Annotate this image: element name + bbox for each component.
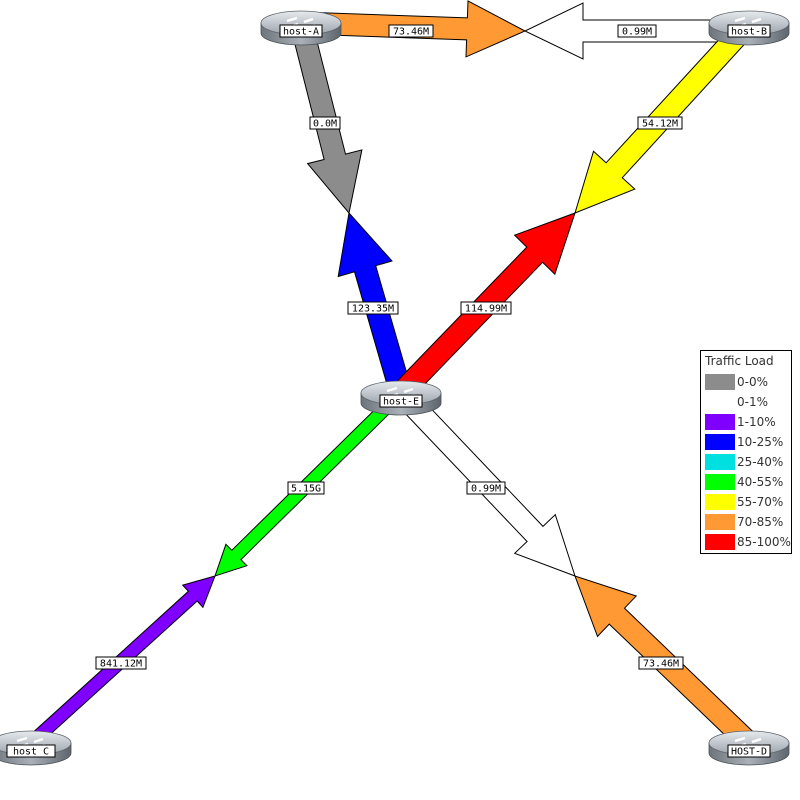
node-label-box: [379, 394, 423, 408]
node-label: host-A: [283, 27, 319, 38]
legend-label: 1-10%: [737, 415, 776, 429]
legend-label: 0-1%: [737, 395, 769, 409]
svg-text:123.35M: 123.35M: [352, 304, 394, 315]
svg-text:841.12M: 841.12M: [100, 659, 142, 670]
node-label: host-E: [383, 397, 419, 408]
legend-swatch: [705, 434, 735, 450]
legend-item: 70-85%: [701, 512, 791, 532]
link-label-host-a-to-host-e: 0.0M: [309, 116, 341, 130]
link-label-host-e-to-host-b: 114.99M: [460, 301, 512, 315]
node-label-box: [279, 24, 323, 38]
legend-swatch: [705, 514, 735, 530]
legend-item: 1-10%: [701, 412, 791, 432]
svg-text:0.99M: 0.99M: [622, 27, 652, 38]
node-host-a[interactable]: host-A: [260, 10, 342, 46]
node-host-d[interactable]: HOST-D: [708, 730, 790, 766]
link-label-host-e-to-host-c: 5.15G: [287, 481, 325, 495]
svg-text:114.99M: 114.99M: [465, 304, 507, 315]
legend-label: 25-40%: [737, 455, 784, 469]
legend-label: 40-55%: [737, 475, 784, 489]
link-label-host-e-to-host-a: 123.35M: [347, 301, 399, 315]
link-label-host-e-to-host-d: 0.99M: [466, 481, 506, 495]
link-label-host-a-to-host-b: 73.46M: [388, 24, 434, 38]
legend-item: 55-70%: [701, 492, 791, 512]
link-label-host-b-to-host-a: 0.99M: [617, 24, 657, 38]
svg-text:0.0M: 0.0M: [313, 119, 337, 130]
node-label-box: [6, 744, 56, 758]
legend-label: 0-0%: [737, 375, 769, 389]
link-label-host-c-to-host-e: 841.12M: [95, 656, 147, 670]
legend-swatch: [705, 414, 735, 430]
node-label: host-B: [731, 27, 767, 38]
link-labels-layer: 73.46M 0.99M 0.0M 123.35M 54.12M 114.99M…: [95, 24, 684, 670]
legend-item: 0-0%: [701, 372, 791, 392]
legend-title: Traffic Load: [705, 354, 774, 368]
legend-label: 10-25%: [737, 435, 784, 449]
legend-swatch: [705, 474, 735, 490]
legend-item: 0-1%: [701, 392, 791, 412]
svg-text:5.15G: 5.15G: [291, 484, 321, 495]
link-arrow-host-e-to-host-d[interactable]: [392, 384, 576, 577]
svg-text:73.46M: 73.46M: [393, 27, 429, 38]
traffic-load-legend: Traffic Load 0-0% 0-1% 1-10% 10-25% 25-4…: [700, 350, 792, 554]
node-label-box: [727, 24, 771, 38]
legend-swatch: [705, 534, 735, 550]
node-host-b[interactable]: host-B: [708, 10, 790, 46]
legend-item: 10-25%: [701, 432, 791, 452]
legend-swatch: [705, 374, 735, 390]
svg-text:0.99M: 0.99M: [471, 484, 501, 495]
node-label: host C: [13, 747, 49, 758]
legend-item: 85-100%: [701, 532, 791, 552]
legend-label: 70-85%: [737, 515, 784, 529]
link-arrow-host-b-to-host-e[interactable]: [574, 14, 758, 214]
node-host-e[interactable]: host-E: [360, 380, 442, 416]
node-host-c[interactable]: host C: [0, 730, 72, 766]
svg-text:54.12M: 54.12M: [642, 119, 678, 130]
legend-swatch: [705, 494, 735, 510]
node-label: HOST-D: [731, 747, 767, 758]
legend-swatch: [705, 454, 735, 470]
legend-item: 40-55%: [701, 472, 791, 492]
legend-label: 85-100%: [737, 535, 791, 549]
nodes-layer: host-A host-B host-E: [0, 10, 790, 766]
links-layer: [25, 0, 758, 752]
svg-text:73.46M: 73.46M: [643, 659, 679, 670]
node-label-box: [727, 744, 771, 758]
legend-item: 25-40%: [701, 452, 791, 472]
link-label-host-d-to-host-e: 73.46M: [638, 656, 684, 670]
legend-label: 55-70%: [737, 495, 784, 509]
link-label-host-b-to-host-e: 54.12M: [637, 116, 683, 130]
legend-swatch: [705, 394, 735, 410]
